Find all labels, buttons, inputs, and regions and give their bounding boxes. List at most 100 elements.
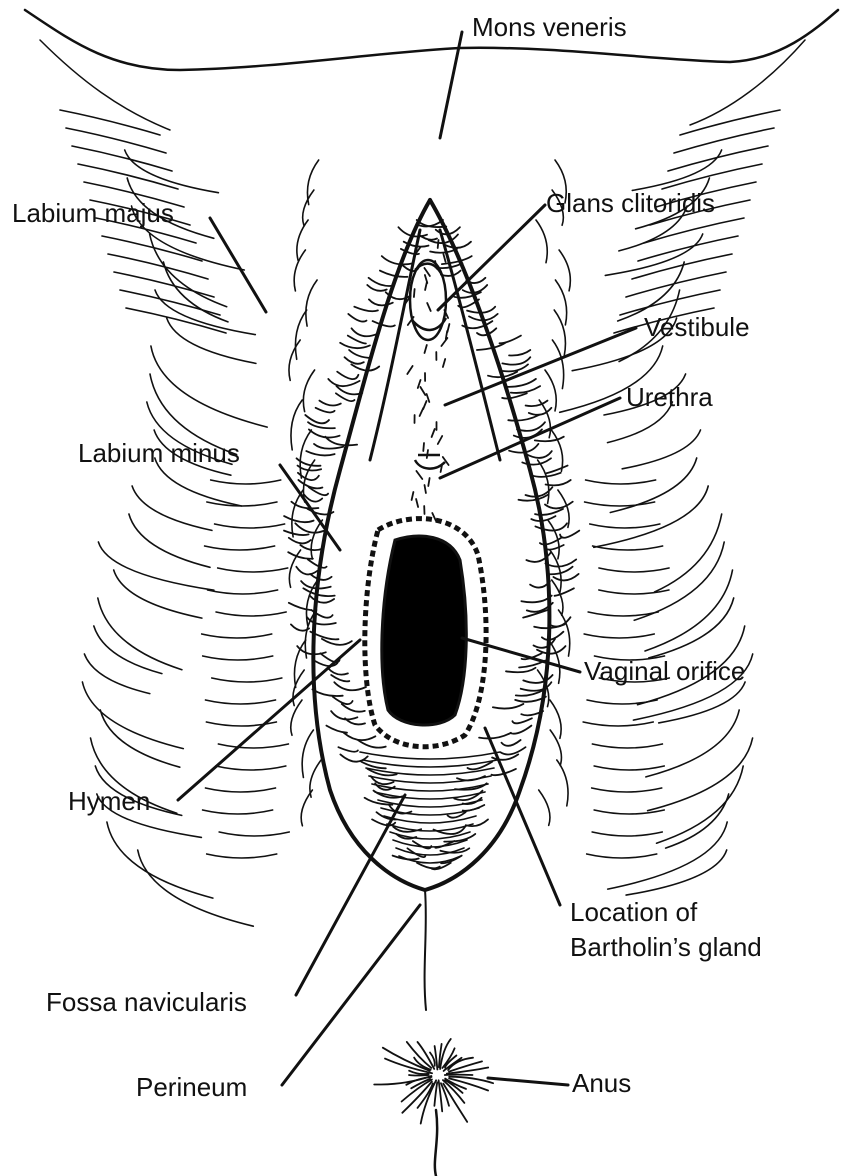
shade-stroke bbox=[328, 668, 348, 675]
shade-stroke bbox=[512, 718, 532, 723]
arc-stroke bbox=[203, 810, 273, 814]
shade-stroke bbox=[306, 451, 334, 455]
hatch-stroke bbox=[655, 514, 722, 592]
shade-stroke bbox=[319, 401, 340, 406]
leader-bartholin bbox=[485, 728, 560, 905]
leader-vestibule bbox=[445, 328, 636, 405]
hatch-stroke bbox=[294, 640, 305, 688]
hatch-stroke bbox=[622, 430, 700, 469]
shade-stroke bbox=[500, 336, 521, 344]
shade-stroke bbox=[519, 494, 549, 500]
shade-stroke bbox=[425, 345, 427, 353]
hatch-stroke bbox=[610, 458, 696, 513]
arc-stroke bbox=[203, 656, 273, 660]
hatch-stroke bbox=[289, 340, 300, 380]
shade-stroke bbox=[349, 350, 371, 358]
shade-stroke bbox=[382, 256, 414, 264]
hatch-stroke bbox=[659, 682, 745, 723]
hatch-stroke bbox=[94, 626, 162, 674]
shade-stroke bbox=[445, 242, 471, 248]
shade-stroke bbox=[416, 471, 422, 479]
hatch-stroke bbox=[138, 850, 254, 926]
arc-stroke bbox=[594, 810, 664, 814]
arc-stroke bbox=[206, 788, 276, 792]
label-urethra: Urethra bbox=[626, 382, 713, 412]
shade-stroke bbox=[425, 282, 427, 290]
hatch-stroke bbox=[545, 370, 556, 411]
hatch-stroke bbox=[302, 730, 313, 778]
shade-stroke bbox=[288, 552, 313, 559]
hatch-stroke bbox=[291, 700, 302, 735]
leader-fossa-navicularis bbox=[296, 795, 405, 995]
shade-stroke bbox=[298, 480, 322, 488]
hatch-stroke bbox=[150, 234, 227, 307]
shade-stroke bbox=[342, 704, 365, 712]
shade-stroke bbox=[420, 408, 424, 416]
arc-stroke bbox=[584, 634, 654, 638]
anus-shape bbox=[374, 1039, 493, 1124]
shade-stroke bbox=[328, 379, 359, 386]
shade-stroke bbox=[438, 436, 442, 444]
shade-stroke bbox=[493, 704, 524, 709]
shade-stroke bbox=[365, 798, 393, 805]
arc-stroke bbox=[205, 546, 275, 550]
shade-stroke bbox=[501, 740, 520, 746]
arc-stroke bbox=[202, 634, 272, 638]
shade-stroke bbox=[432, 429, 435, 437]
shade-stroke bbox=[334, 682, 366, 690]
anus-fold bbox=[409, 1075, 429, 1076]
hatch-stroke bbox=[550, 730, 561, 766]
urethra-opening bbox=[415, 455, 445, 469]
shade-stroke bbox=[345, 357, 364, 364]
perineum-raphe bbox=[425, 890, 426, 1010]
label-anus: Anus bbox=[572, 1068, 631, 1098]
fossa-stroke bbox=[384, 816, 476, 823]
anus-fold bbox=[434, 1082, 437, 1106]
shade-stroke bbox=[553, 574, 578, 580]
arc-stroke bbox=[218, 568, 288, 572]
shade-stroke bbox=[542, 632, 564, 640]
label-bartholin-line1: Location of bbox=[570, 897, 697, 927]
shade-stroke bbox=[309, 429, 340, 437]
arc-stroke bbox=[587, 854, 657, 858]
shade-stroke bbox=[502, 393, 527, 398]
shade-stroke bbox=[348, 314, 366, 322]
hatch-stroke bbox=[129, 514, 210, 567]
hatch-stroke bbox=[552, 340, 563, 389]
label-perineum: Perineum bbox=[136, 1072, 247, 1102]
shade-stroke bbox=[337, 372, 358, 379]
label-labium-minus: Labium minus bbox=[78, 438, 240, 468]
leader-labium-majus bbox=[210, 218, 266, 312]
arc-stroke bbox=[215, 524, 285, 528]
arc-stroke bbox=[207, 854, 277, 858]
hatch-stroke bbox=[303, 370, 314, 412]
arc-stroke bbox=[211, 480, 281, 484]
arc-stroke bbox=[592, 788, 662, 792]
hatch-stroke bbox=[594, 486, 708, 547]
arc-stroke bbox=[587, 700, 657, 704]
hatch-stroke bbox=[634, 542, 724, 620]
shade-stroke bbox=[420, 387, 425, 395]
hatch-stroke bbox=[557, 760, 568, 806]
shade-stroke bbox=[545, 559, 576, 566]
hatch-stroke bbox=[555, 280, 566, 325]
hatch-stroke bbox=[608, 822, 728, 889]
shade-stroke bbox=[337, 386, 363, 394]
shade-stroke bbox=[463, 285, 487, 293]
arc-stroke bbox=[60, 110, 160, 135]
arc-stroke bbox=[590, 524, 660, 528]
shade-stroke bbox=[427, 303, 431, 311]
shade-stroke bbox=[308, 559, 327, 567]
hatch-stroke bbox=[98, 542, 213, 590]
shade-stroke bbox=[511, 726, 532, 734]
hatch-stroke bbox=[295, 310, 306, 359]
shade-stroke bbox=[432, 513, 436, 521]
shade-stroke bbox=[380, 271, 408, 277]
labium-majus-right-hatching bbox=[536, 150, 753, 895]
shade-stroke bbox=[358, 740, 386, 748]
hatch-stroke bbox=[151, 346, 267, 427]
leader-anus bbox=[488, 1078, 568, 1085]
fossa-stroke bbox=[369, 776, 491, 783]
shade-stroke bbox=[296, 567, 317, 575]
shade-stroke bbox=[416, 499, 418, 507]
